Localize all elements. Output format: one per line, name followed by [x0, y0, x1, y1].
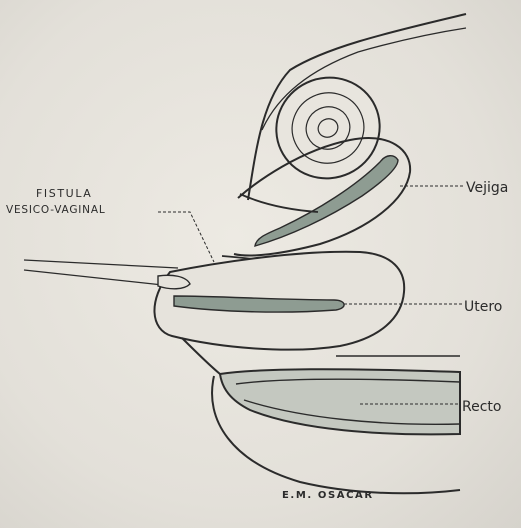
catheter-instrument — [24, 260, 178, 286]
label-fistula-line2: VESICO-VAGINAL — [6, 205, 105, 216]
leader-fistula — [158, 212, 214, 262]
artist-signature: E.M. OSACAR — [282, 491, 374, 501]
label-fistula-line1: FISTULA — [36, 188, 92, 199]
urethra — [240, 194, 318, 212]
label-utero: Utero — [464, 300, 502, 314]
label-vejiga: Vejiga — [466, 181, 508, 195]
label-recto: Recto — [462, 400, 501, 414]
